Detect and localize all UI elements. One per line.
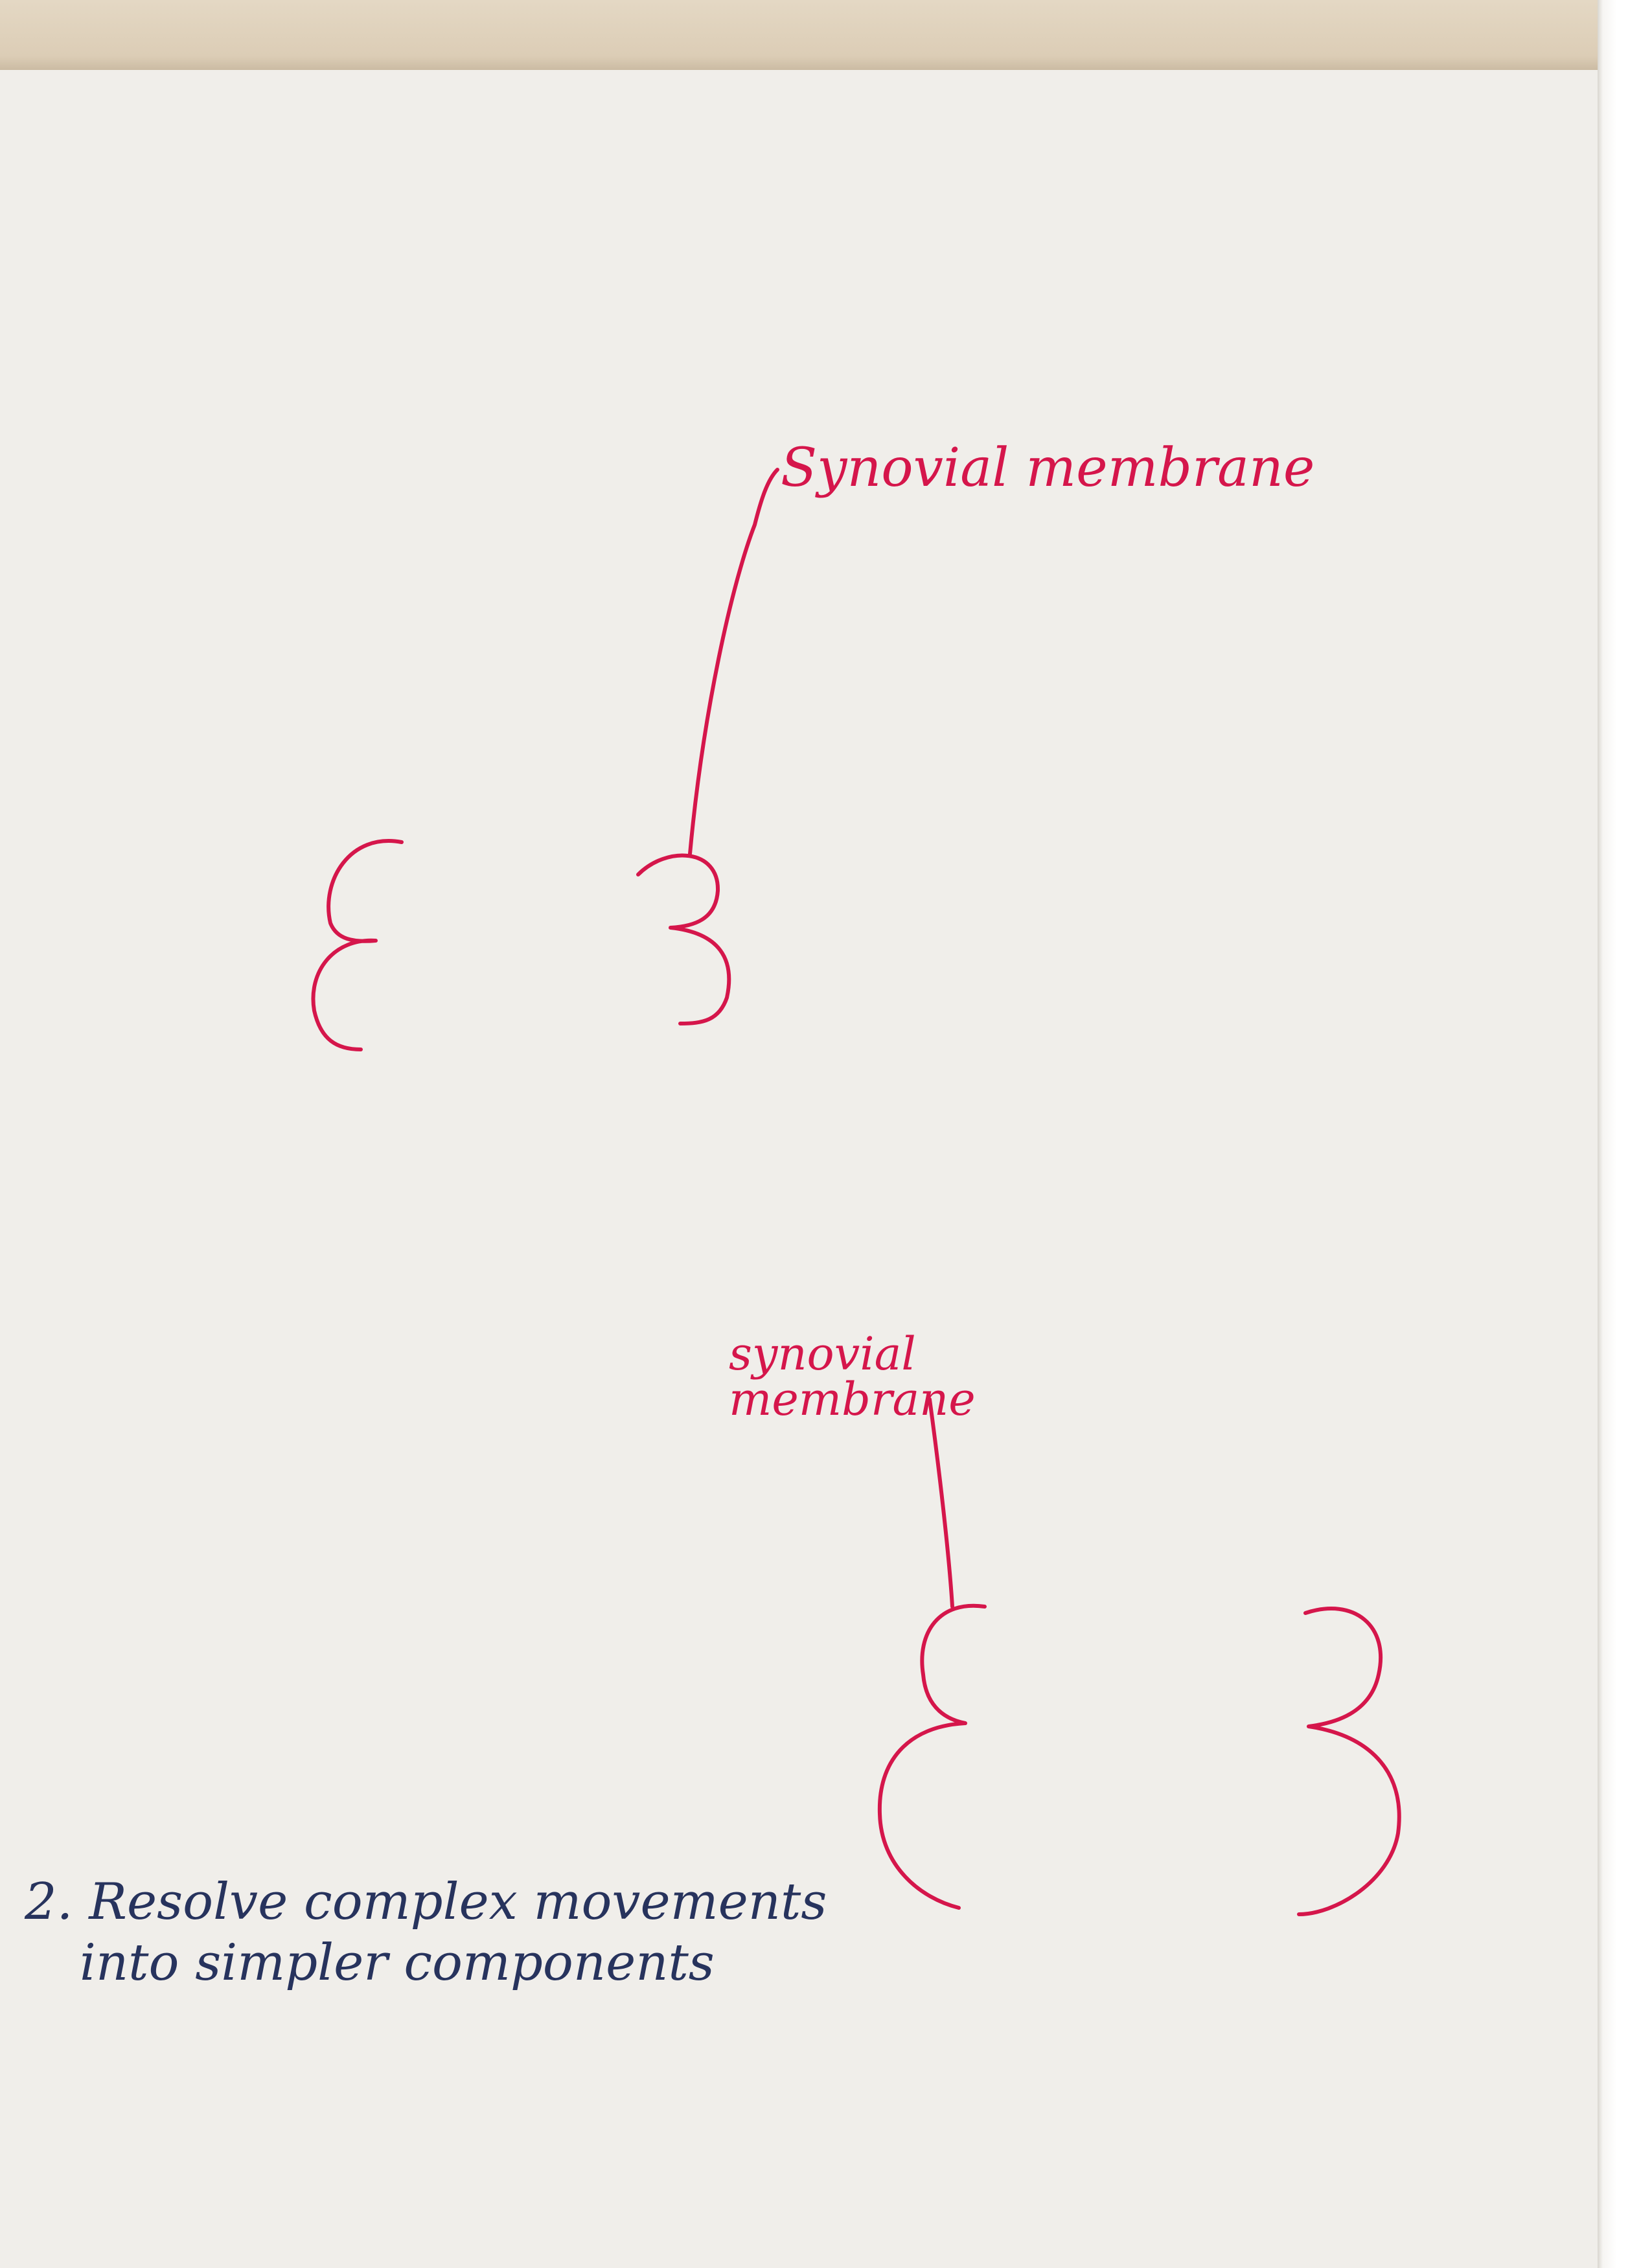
note-line2: into simpler components bbox=[80, 1933, 715, 1992]
scanner-edge-strip bbox=[0, 0, 1652, 70]
synovial-membrane-label-top: Synovial membrane bbox=[781, 437, 1315, 499]
bottom-leader-line bbox=[928, 1397, 954, 1609]
synovial-membrane-label-bottom: synovial membrane bbox=[729, 1331, 976, 1422]
bottom-right-bracket bbox=[1297, 1607, 1401, 1916]
top-right-bracket bbox=[636, 853, 731, 1025]
handwritten-note: 2. Resolve complex movements into simple… bbox=[25, 1872, 827, 1993]
paper-sheet bbox=[0, 70, 1598, 2268]
top-left-bracket bbox=[311, 839, 404, 1051]
bottom-left-bracket bbox=[877, 1603, 987, 1910]
top-leader-line bbox=[688, 468, 779, 856]
note-line1: 2. Resolve complex movements bbox=[25, 1873, 827, 1931]
bottom-joint-diagram bbox=[877, 1397, 1401, 1916]
page-right-edge bbox=[1598, 0, 1652, 2268]
bottom-label-line2: membrane bbox=[729, 1373, 976, 1426]
top-joint-diagram bbox=[311, 468, 779, 1051]
bottom-label-line1: synovial bbox=[729, 1327, 916, 1380]
